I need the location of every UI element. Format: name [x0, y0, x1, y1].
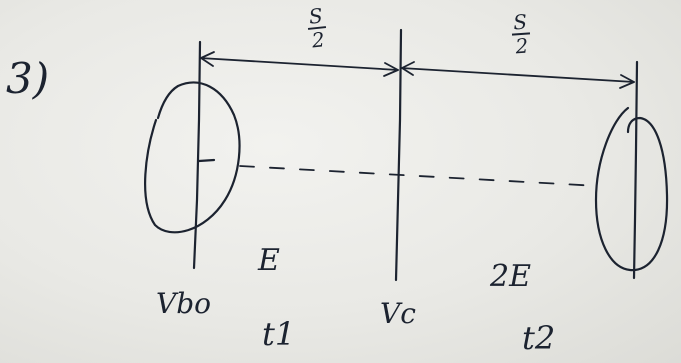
segment-length-right: S 2 [510, 9, 531, 59]
velocity-label-middle: Vc [380, 297, 416, 330]
dimension-line-right [400, 67, 635, 83]
segment-right-denominator: 2 [514, 33, 530, 59]
velocity-label-left: Vbo [156, 287, 212, 320]
arrowhead-left-start [200, 51, 215, 67]
segment-left-denominator: 2 [310, 27, 326, 53]
left-ball-radius-tick [197, 158, 216, 163]
time-label-left: t1 [262, 315, 296, 353]
arrowhead-right-start [401, 61, 415, 76]
segment-right-numerator: S [512, 9, 528, 35]
middle-plate-line [394, 28, 403, 282]
segment-left-numerator: S [307, 3, 324, 29]
dimension-line-left [199, 57, 399, 71]
field-label-right: 2E [490, 259, 531, 294]
arrowhead-right-end [619, 74, 635, 89]
problem-number: 3) [6, 54, 50, 103]
arrowhead-left-end [383, 62, 399, 77]
left-ball-outline [144, 81, 241, 234]
time-label-right: t2 [522, 319, 556, 357]
left-plate-line [192, 40, 202, 270]
right-ball-outline [594, 106, 669, 272]
field-label-left: E [258, 243, 280, 278]
right-plate-line [632, 60, 639, 280]
dashed-center-line [239, 165, 599, 187]
